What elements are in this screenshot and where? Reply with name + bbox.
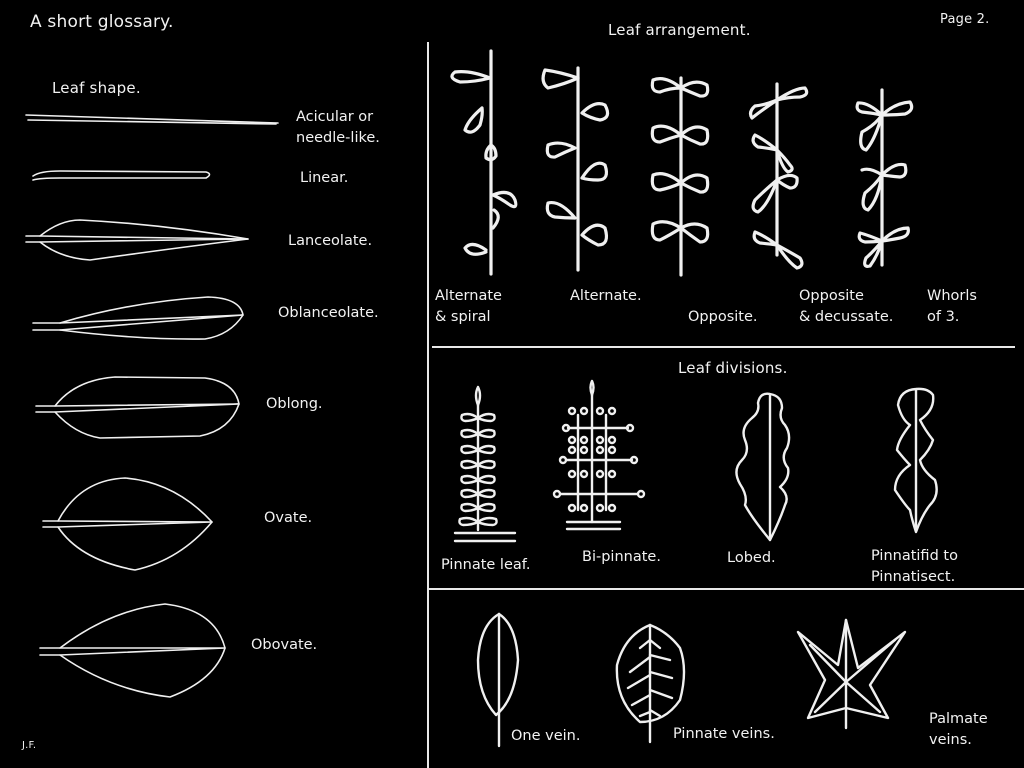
shape-label-oblong: Oblong. [266, 396, 323, 412]
leaf-divisions-heading: Leaf divisions. [678, 359, 788, 377]
oblanceolate-leaf-icon [32, 296, 244, 340]
obovate-leaf-icon [39, 603, 226, 698]
divisions-venation-divider [428, 588, 1024, 590]
venation-label-one-vein: One vein. [511, 728, 581, 744]
shape-label-oblanceolate: Oblanceolate. [278, 305, 379, 321]
arrangement-divisions-divider [432, 346, 1015, 348]
arrangement-label-alternate-spiral: Alternate & spiral [435, 288, 502, 325]
leaf-arrangement-heading: Leaf arrangement. [608, 21, 751, 39]
shape-label-acicular: Acicular or needle-like. [296, 109, 380, 146]
division-label-bipinnate: Bi-pinnate. [582, 549, 661, 565]
shape-label-ovate: Ovate. [264, 510, 313, 526]
vertical-divider [427, 42, 429, 768]
shape-label-linear: Linear. [300, 170, 349, 186]
palmate-veins-leaf-icon [796, 618, 907, 730]
one-vein-leaf-icon [476, 612, 520, 748]
pinnate-veins-leaf-icon [615, 623, 686, 744]
arrangement-label-alternate: Alternate. [570, 288, 642, 304]
whorls-of-three-icon [855, 88, 914, 268]
oblong-leaf-icon [35, 376, 240, 439]
alternate-icon [541, 66, 610, 272]
pinnate-leaf-icon [453, 385, 517, 543]
linear-leaf-icon [32, 170, 211, 181]
arrangement-label-whorls: Whorls of 3. [927, 288, 977, 325]
alternate-spiral-icon [450, 49, 518, 276]
arrangement-label-opposite-decussate: Opposite & decussate. [799, 288, 894, 325]
leaf-arrangement-drawings [450, 49, 914, 277]
leaf-shape-drawings [25, 114, 279, 698]
venation-label-pinnate-veins: Pinnate veins. [673, 726, 775, 742]
opposite-decussate-icon [748, 82, 809, 270]
lanceolate-leaf-icon [25, 219, 249, 261]
leaf-divisions-drawings [453, 379, 938, 543]
author-initials: J.F. [22, 740, 37, 751]
venation-label-palmate-veins: Palmate veins. [929, 711, 988, 748]
shape-label-obovate: Obovate. [251, 637, 318, 653]
page-title: A short glossary. [30, 12, 174, 32]
page-number: Page 2. [940, 12, 990, 27]
bi-pinnate-icon [552, 379, 646, 531]
division-label-lobed: Lobed. [727, 550, 776, 566]
arrangement-label-opposite: Opposite. [688, 309, 758, 325]
leaf-shape-heading: Leaf shape. [52, 79, 141, 97]
leaflets [552, 406, 646, 513]
shape-label-lanceolate: Lanceolate. [288, 233, 373, 249]
acicular-leaf-icon [25, 114, 279, 125]
ovate-leaf-icon [42, 477, 213, 571]
venation-drawings [476, 612, 907, 748]
opposite-icon [650, 76, 710, 277]
pinnatifid-leaf-icon [893, 387, 938, 534]
lobed-leaf-icon [735, 392, 791, 542]
division-label-pinnate: Pinnate leaf. [441, 557, 531, 573]
division-label-pinnatifid: Pinnatifid to Pinnatisect. [871, 548, 958, 585]
